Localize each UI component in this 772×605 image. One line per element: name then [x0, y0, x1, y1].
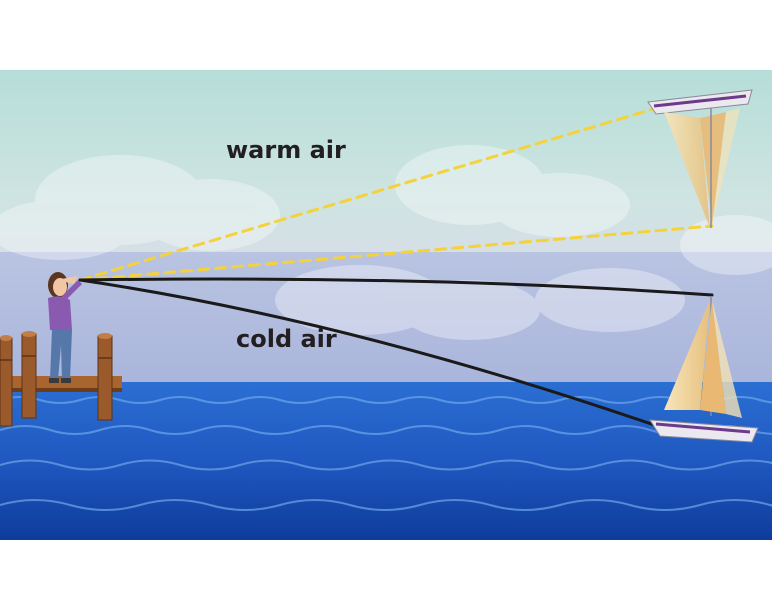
background [0, 70, 772, 540]
cold-air-label: cold air [236, 325, 337, 353]
warm-air-label: warm air [226, 136, 346, 164]
